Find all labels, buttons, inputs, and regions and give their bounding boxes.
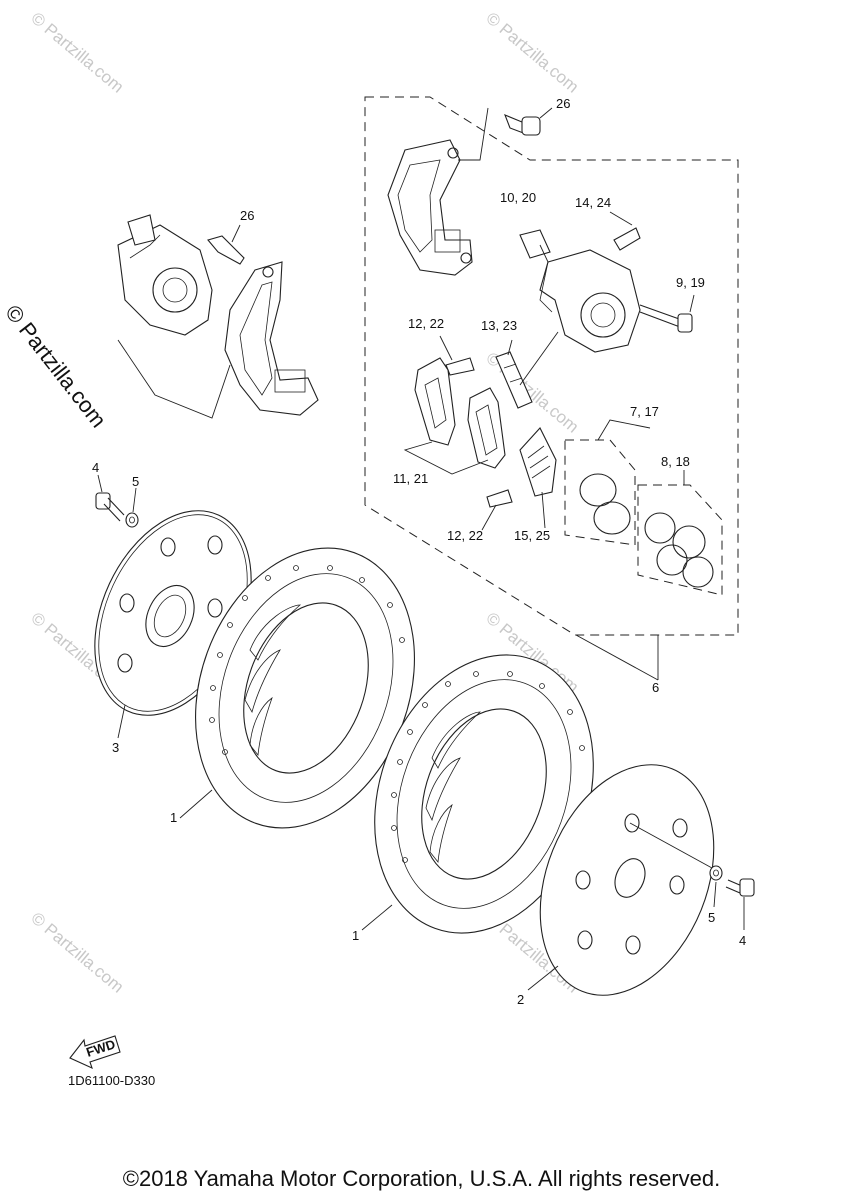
copyright-footer: ©2018 Yamaha Motor Corporation, U.S.A. A… bbox=[122, 1166, 721, 1191]
callout-3: 3 bbox=[112, 740, 119, 755]
bolt-part-4-right bbox=[725, 878, 755, 930]
forward-arrow-icon: FWD bbox=[69, 1035, 121, 1070]
callout-9-19: 9, 19 bbox=[676, 275, 705, 290]
callout-10-20: 10, 20 bbox=[500, 190, 536, 205]
callout-12-22-upper: 12, 22 bbox=[408, 316, 444, 331]
callout-5-right: 5 bbox=[708, 910, 715, 925]
callout-labels: 26 26 10, 20 14, 24 9, 19 12, 22 13, 23 … bbox=[92, 96, 746, 1007]
callout-1-right: 1 bbox=[352, 928, 359, 943]
caliper-bracket-left bbox=[224, 261, 319, 416]
callout-14-24: 14, 24 bbox=[575, 195, 611, 210]
caliper-assembly-outline bbox=[364, 96, 739, 636]
washer-part-5-right bbox=[709, 865, 723, 908]
callout-1-left: 1 bbox=[170, 810, 177, 825]
callout-26-right: 26 bbox=[556, 96, 570, 111]
callout-11-21: 11, 21 bbox=[393, 471, 428, 486]
callout-4-right: 4 bbox=[739, 933, 746, 948]
pad-spring-part-13-23 bbox=[495, 331, 559, 409]
diagram-code: 1D61100-D330 bbox=[68, 1073, 155, 1088]
callout-6: 6 bbox=[652, 680, 659, 695]
bleeder-screw-part-14-24 bbox=[609, 211, 641, 251]
leader-line bbox=[575, 634, 659, 681]
callout-8-18: 8, 18 bbox=[661, 454, 690, 469]
bolt-part-26-left bbox=[207, 224, 245, 265]
pad-support-part-12-22-lower bbox=[481, 489, 513, 531]
callout-5-left: 5 bbox=[132, 474, 139, 489]
seal-kit-part-8-18 bbox=[637, 470, 723, 596]
callout-13-23: 13, 23 bbox=[481, 318, 517, 333]
caliper-body-right bbox=[519, 229, 641, 353]
pin-bolt-part-9-19 bbox=[639, 294, 695, 333]
callout-7-17: 7, 17 bbox=[630, 404, 659, 419]
callout-2: 2 bbox=[517, 992, 524, 1007]
caliper-body-left bbox=[117, 214, 231, 419]
disc-plate-part-2 bbox=[527, 764, 715, 996]
watermark-text: © Partzilla.com bbox=[27, 909, 127, 997]
watermark-text: © Partzilla.com bbox=[27, 9, 127, 97]
bolt-part-26 bbox=[504, 107, 553, 136]
callout-15-25: 15, 25 bbox=[514, 528, 550, 543]
caliper-bracket-right bbox=[387, 107, 489, 276]
watermark-text: © Partzilla.com bbox=[482, 9, 582, 97]
brake-pad-kit-part-11-21 bbox=[403, 357, 506, 475]
callout-12-22-lower: 12, 22 bbox=[447, 528, 483, 543]
bolt-part-4-left bbox=[95, 474, 125, 522]
piston-kit-part-7-17 bbox=[564, 419, 651, 546]
washer-part-5-left bbox=[125, 487, 139, 528]
callout-26-left: 26 bbox=[240, 208, 254, 223]
callout-4-left: 4 bbox=[92, 460, 99, 475]
shim-part-15-25 bbox=[519, 427, 557, 529]
